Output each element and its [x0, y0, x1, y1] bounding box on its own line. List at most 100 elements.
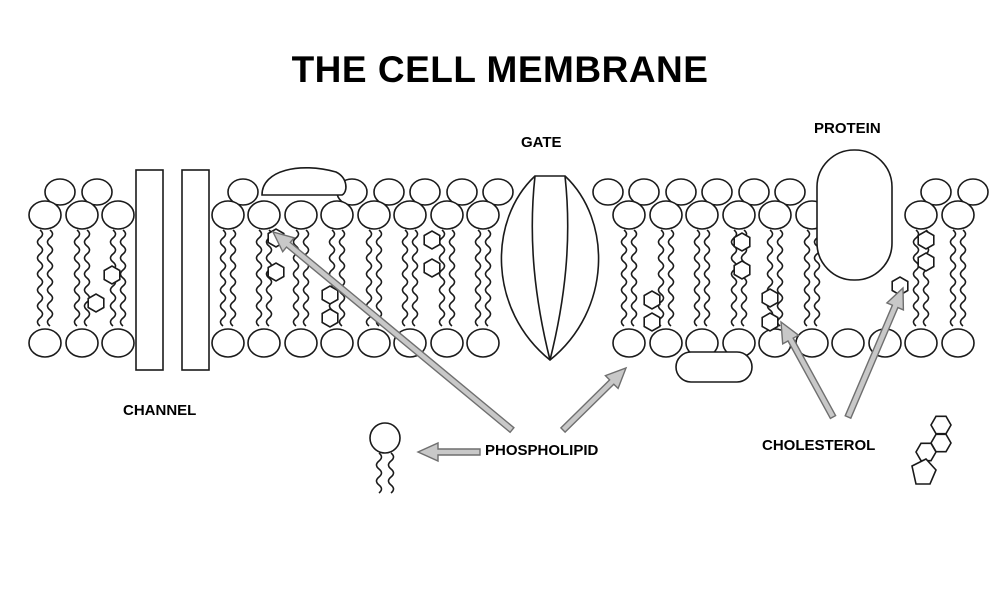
phospholipid-head-top [758, 200, 792, 230]
cholesterol-legend-pentagon [911, 458, 937, 485]
label-phospholipid: PHOSPHOLIPID [485, 442, 599, 459]
back-row-heads [44, 178, 989, 206]
label-protein: PROTEIN [814, 120, 881, 137]
cholesterol-legend-ring [930, 415, 952, 435]
cholesterol-legend-ring [915, 442, 937, 462]
phospholipid-head-top [430, 200, 464, 230]
phospholipid-head-bottom [101, 328, 135, 358]
phospholipid-head-top [466, 200, 500, 230]
peripheral-protein-bottom [675, 351, 753, 383]
phospholipid-head-top [612, 200, 646, 230]
lipid-tail [667, 229, 675, 327]
cholesterol-ring [87, 293, 105, 313]
phospholipid-head-back [44, 178, 76, 206]
lipid-tail [46, 229, 54, 327]
phospholipid-head-back [628, 178, 660, 206]
phospholipid-head-back [409, 178, 441, 206]
phospholipid-head-top [722, 200, 756, 230]
lipid-tail [229, 229, 237, 327]
phospholipid-legend-tail [387, 452, 395, 494]
phospholipid-head-bottom [284, 328, 318, 358]
phospholipid-head-back [738, 178, 770, 206]
phospholipid-head-bottom [211, 328, 245, 358]
phospholipid-head-bottom [612, 328, 646, 358]
lipid-tail [912, 229, 920, 327]
pointer-arrows [271, 230, 905, 463]
lipid-tail [83, 229, 91, 327]
phospholipid-head-top [357, 200, 391, 230]
phospholipid-head-top [101, 200, 135, 230]
lipid-tail [484, 229, 492, 327]
lipid-tail [302, 229, 310, 327]
cholesterol-ring [733, 260, 751, 280]
phospholipid-head-bottom [430, 328, 464, 358]
arrow-to-cholesterol-right [844, 286, 905, 420]
lipid-tail [219, 229, 227, 327]
label-cholesterol: CHOLESTEROL [762, 437, 876, 454]
phospholipid-head-back [665, 178, 697, 206]
cholesterol-ring [423, 230, 441, 250]
cholesterol-ring [423, 258, 441, 278]
phospholipid-head-bottom [28, 328, 62, 358]
phospholipid-head-bottom [357, 328, 391, 358]
lipid-tail [338, 229, 346, 327]
lipid-tail [776, 229, 784, 327]
membrane-proteins [135, 149, 893, 383]
phospholipid-head-back [592, 178, 624, 206]
lipid-tail [255, 229, 263, 327]
phospholipid-head-back [774, 178, 806, 206]
lipid-tail [657, 229, 665, 327]
phospholipid-head-bottom [649, 328, 683, 358]
cholesterol-ring [761, 312, 779, 332]
phospholipid-head-top [211, 200, 245, 230]
lipid-tail [803, 229, 811, 327]
diagram-title: THE CELL MEMBRANE [291, 49, 709, 90]
lipid-tail [375, 229, 383, 327]
lipid-tail [703, 229, 711, 327]
cholesterol-ring [761, 288, 779, 308]
gate-protein-seam [531, 175, 551, 361]
cholesterol-ring [917, 252, 935, 272]
lipid-tail [292, 229, 300, 327]
phospholipid-legend-head [369, 422, 401, 454]
phospholipid-head-back [957, 178, 989, 206]
channel-protein-right [181, 169, 210, 371]
label-gate: GATE [521, 134, 562, 151]
lipid-tail [119, 229, 127, 327]
cholesterol-ring [917, 230, 935, 250]
phospholipid-head-back [81, 178, 113, 206]
arrow-to-cholesterol-left [780, 320, 837, 420]
phospholipid-head-top [685, 200, 719, 230]
phospholipid-head-bottom [466, 328, 500, 358]
phospholipid-head-back [482, 178, 514, 206]
lipid-tail [474, 229, 482, 327]
phospholipid-head-back [446, 178, 478, 206]
lipid-tail [411, 229, 419, 327]
arrow-to-phospholipid-bottom [559, 366, 628, 434]
cholesterol-ring [643, 290, 661, 310]
lipid-tail [693, 229, 701, 327]
gate-protein [500, 175, 600, 362]
phospholipid-head-top [247, 200, 281, 230]
phospholipid-head-top [649, 200, 683, 230]
legend-icons [369, 415, 952, 494]
cholesterol-ring [321, 285, 339, 305]
lipid-tail [620, 229, 628, 327]
lipid-tail [401, 229, 409, 327]
phospholipid-head-bottom [247, 328, 281, 358]
cholesterol-ring [643, 312, 661, 332]
phospholipid-head-top [320, 200, 354, 230]
phospholipid-head-back [227, 178, 259, 206]
phospholipid-head-top [65, 200, 99, 230]
phospholipid-head-back [373, 178, 405, 206]
phospholipid-head-bottom [320, 328, 354, 358]
cholesterol-ring [267, 262, 285, 282]
lipid-tail [265, 229, 273, 327]
phospholipid-head-top [941, 200, 975, 230]
peripheral-protein-top [261, 167, 347, 196]
phospholipid-head-bottom [904, 328, 938, 358]
lipid-tail [36, 229, 44, 327]
cholesterol-ring [103, 265, 121, 285]
phospholipid-head-bottom [65, 328, 99, 358]
